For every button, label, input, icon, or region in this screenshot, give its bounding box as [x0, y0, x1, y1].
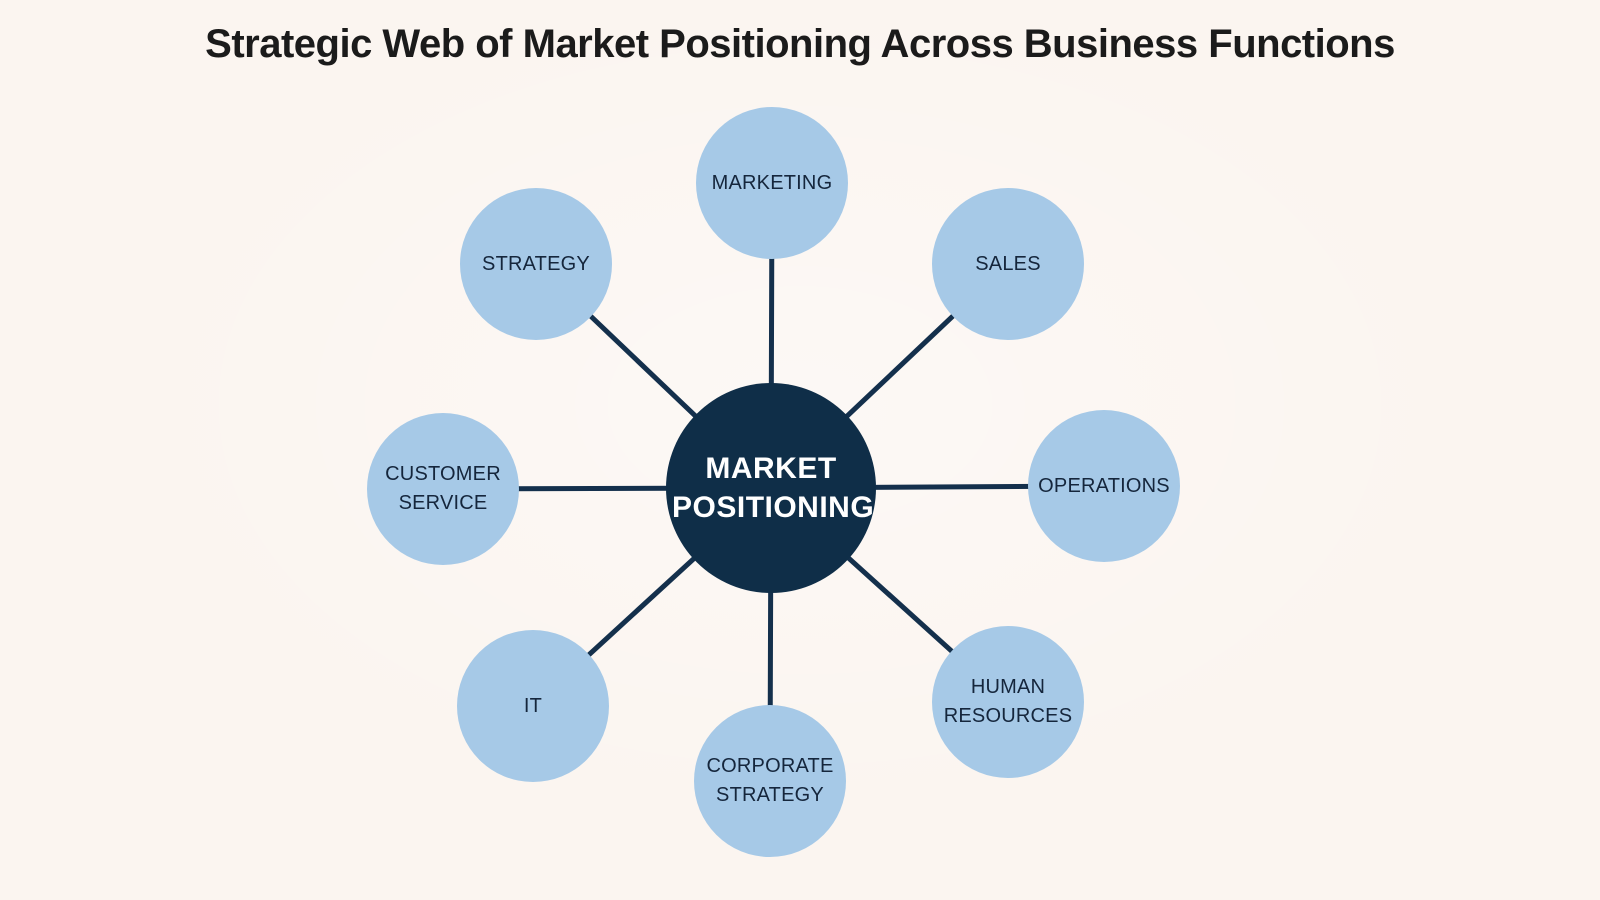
node-human-resources-label: HUMAN RESOURCES	[943, 676, 1073, 727]
hub-label: MARKET POSITIONING	[672, 452, 875, 524]
node-marketing-label: MARKETING	[711, 171, 833, 194]
node-corporate-strategy: CORPORATE STRATEGY	[694, 705, 846, 857]
node-customer-service-label: CUSTOMER SERVICE	[385, 463, 501, 514]
node-sales: SALES	[932, 188, 1084, 340]
node-customer-service: CUSTOMER SERVICE	[367, 413, 519, 565]
node-sales-label: SALES	[975, 252, 1041, 275]
node-corporate-strategy-label: CORPORATE STRATEGY	[706, 755, 834, 806]
node-it: IT	[457, 630, 609, 782]
node-market-positioning-hub: MARKET POSITIONING	[666, 383, 876, 593]
node-it-label: IT	[523, 694, 543, 717]
diagram-title: Strategic Web of Market Positioning Acro…	[205, 22, 1395, 66]
node-strategy: STRATEGY	[460, 188, 612, 340]
node-human-resources: HUMAN RESOURCES	[932, 626, 1084, 778]
node-marketing: MARKETING	[696, 107, 848, 259]
node-operations-label: OPERATIONS	[1038, 474, 1170, 497]
node-strategy-label: STRATEGY	[482, 252, 590, 275]
node-operations: OPERATIONS	[1028, 410, 1180, 562]
